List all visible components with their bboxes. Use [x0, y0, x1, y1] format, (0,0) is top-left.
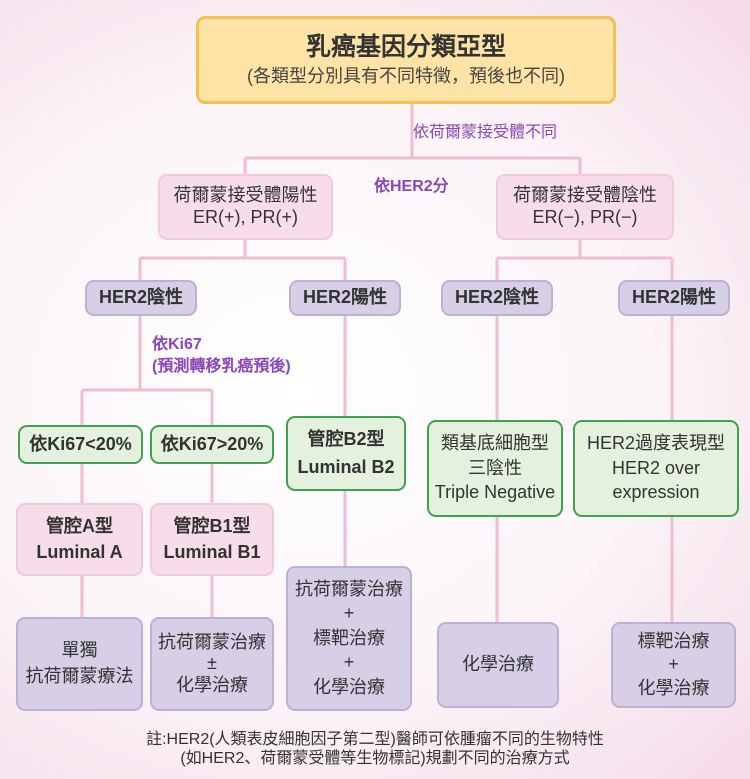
label-by-ki67-note: (預測轉移乳癌預後)	[152, 358, 291, 375]
hormone-negative-markers: ER(−), PR(−)	[532, 207, 638, 227]
hormone-negative-label: 荷爾蒙接受體陰性	[513, 185, 657, 206]
hormone-positive-box: 荷爾蒙接受體陽性 ER(+), PR(+)	[158, 174, 333, 240]
footnote-line-1: 註:HER2(人類表皮細胞因子第二型)醫師可依腫瘤不同的生物特性	[146, 731, 604, 748]
her2-node: HER2陰性	[85, 280, 197, 316]
treatment-chemo: 化學治療	[437, 622, 559, 708]
label-by-ki67: 依Ki67	[152, 336, 202, 353]
ki67-node: 依Ki67>20%	[150, 425, 274, 464]
treatment-hormone-target-chemo: 抗荷爾蒙治療 + 標靶治療 + 化學治療	[286, 566, 412, 711]
treatment-hormone-plus-minus-chemo: 抗荷爾蒙治療 ± 化學治療	[150, 617, 274, 711]
footnote-line-2: (如HER2、荷爾蒙受體等生物標記)規劃不同的治療方式	[180, 750, 570, 768]
title-main: 乳癌基因分類亞型	[305, 33, 506, 62]
ki67-node: 依Ki67<20%	[18, 425, 143, 464]
treatment-target-plus-chemo: 標靶治療 + 化學治療	[611, 622, 736, 708]
her2-node: HER2陰性	[441, 280, 553, 316]
label-by-hormone: 依荷爾蒙接受體不同	[413, 124, 558, 141]
title-subtitle: (各類型分別具有不同特徵，預後也不同)	[247, 66, 565, 87]
hormone-negative-box: 荷爾蒙接受體陰性 ER(−), PR(−)	[496, 174, 674, 240]
subtype-luminal-b2: 管腔B2型 Luminal B2	[286, 416, 406, 491]
hormone-positive-markers: ER(+), PR(+)	[192, 207, 298, 227]
subtype-luminal-b1: 管腔B1型 Luminal B1	[150, 503, 274, 576]
footnote: 註:HER2(人類表皮細胞因子第二型)醫師可依腫瘤不同的生物特性 (如HER2、…	[0, 730, 750, 768]
label-by-her2: 依HER2分	[374, 178, 449, 195]
subtype-luminal-a: 管腔A型 Luminal A	[16, 503, 143, 576]
title-box: 乳癌基因分類亞型 (各類型分別具有不同特徵，預後也不同)	[196, 16, 616, 104]
subtype-triple-negative: 類基底細胞型 三陰性 Triple Negative	[427, 420, 563, 517]
subtype-her2-over-expression: HER2過度表現型 HER2 over expression	[573, 420, 739, 517]
treatment-hormone-only: 單獨 抗荷爾蒙療法	[16, 617, 143, 711]
her2-node: HER2陽性	[289, 280, 401, 316]
her2-node: HER2陽性	[618, 280, 730, 316]
hormone-positive-label: 荷爾蒙接受體陽性	[173, 185, 318, 206]
